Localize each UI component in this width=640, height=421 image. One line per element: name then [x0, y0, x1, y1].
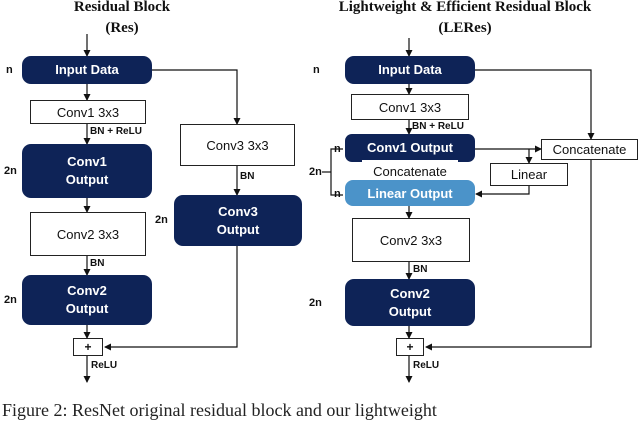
leres-add-node: + — [396, 338, 424, 356]
leres-input-label: Input Data — [378, 62, 442, 77]
res-conv2-output: Conv2 Output — [22, 275, 152, 325]
leres-conv1-output: Conv1 Output — [345, 134, 475, 162]
leres-bn-relu-label: BN + ReLU — [412, 121, 464, 132]
res-conv1-output-label: Conv1 Output — [65, 154, 109, 187]
leres-bn-label: BN — [413, 264, 428, 275]
res-abbr: (Res) — [105, 20, 139, 36]
res-conv1: Conv1 3x3 — [30, 100, 146, 124]
res-title: Residual Block — [73, 0, 171, 15]
leres-relu-label: ReLU — [413, 360, 440, 371]
leres-abbr: (LERes) — [438, 20, 492, 36]
res-relu-label: ReLU — [91, 360, 118, 371]
res-conv3-output-label: Conv3 Output — [216, 203, 260, 237]
res-dim-2n-conv2: 2n — [4, 294, 17, 306]
leres-dim-n-b: n — [334, 188, 341, 200]
leres-linear: Linear — [490, 163, 568, 186]
res-conv2: Conv2 3x3 — [30, 212, 146, 256]
leres-conv2-output: Conv2 Output — [345, 279, 475, 326]
leres-concatenate-inner: Concatenate — [362, 160, 458, 182]
res-dim-n: n — [6, 64, 13, 76]
res-add-node: + — [73, 338, 103, 356]
leres-conv1-output-label: Conv1 Output — [367, 140, 453, 155]
res-input-label: Input Data — [55, 62, 119, 77]
figure-caption: Figure 2: ResNet original residual block… — [2, 400, 437, 420]
leres-conv1: Conv1 3x3 — [351, 94, 469, 120]
leres-dim-2n-conv2: 2n — [309, 297, 322, 309]
res-bn-label: BN — [90, 258, 105, 269]
leres-conv2: Conv2 3x3 — [352, 218, 470, 262]
res-conv3-output: Conv3 Output — [174, 195, 302, 246]
leres-concatenate-outer: Concatenate — [541, 139, 638, 160]
res-dim-2n-conv1: 2n — [4, 165, 17, 177]
leres-linear-output-label: Linear Output — [367, 185, 453, 201]
leres-dim-n-a: n — [334, 143, 341, 155]
res-input-data: Input Data — [22, 56, 152, 84]
leres-dim-n: n — [313, 64, 320, 76]
res-conv3: Conv3 3x3 — [180, 124, 295, 166]
res-bn-relu-label: BN + ReLU — [90, 126, 142, 137]
leres-input-data: Input Data — [345, 56, 475, 84]
leres-linear-output: Linear Output — [345, 180, 475, 206]
res-bn3-label: BN — [240, 171, 255, 182]
res-conv1-output: Conv1 Output — [22, 144, 152, 198]
leres-dim-2n-concat: 2n — [309, 166, 322, 178]
leres-title: Lightweight & Efficient Residual Block — [338, 0, 592, 15]
res-dim-2n-conv3: 2n — [155, 214, 168, 226]
leres-conv2-output-label: Conv2 Output — [388, 285, 432, 319]
res-conv2-output-label: Conv2 Output — [65, 283, 109, 316]
